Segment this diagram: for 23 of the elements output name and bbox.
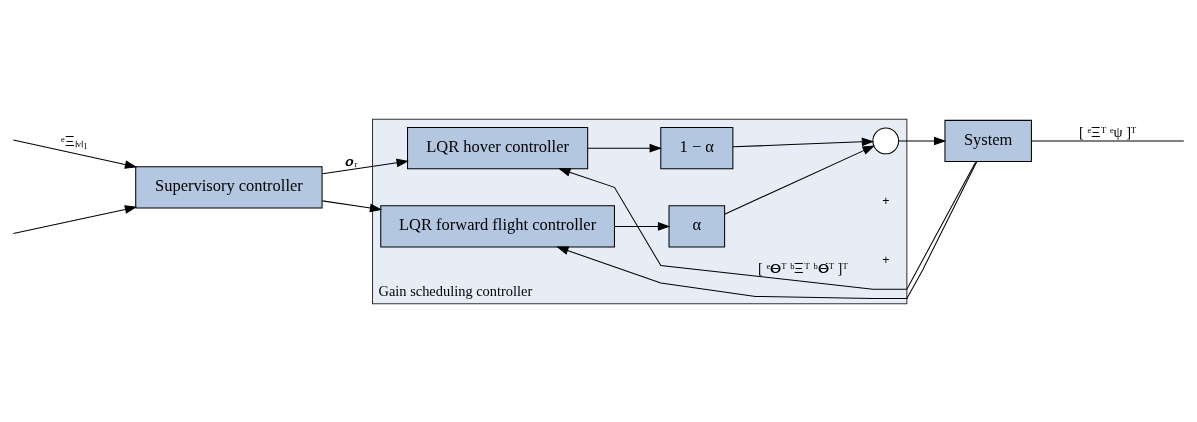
node-box: LQR hover controller	[407, 126, 589, 169]
node-box: α	[668, 204, 726, 248]
arrow	[12, 138, 138, 169]
arrow	[321, 199, 383, 212]
node-box: Supervisory controller	[135, 165, 323, 208]
arrow	[724, 144, 875, 215]
edge-label: [ ᵉ𝚯ᵀ ᵇ𝚵̇ᵀ ᵇ𝚯̇ᵀ ]ᵀ	[758, 259, 848, 276]
edge-label: 𝒐ᵣ	[345, 152, 358, 169]
node-box: LQR forward flight controller	[380, 204, 615, 248]
label: +	[882, 252, 890, 267]
arrow	[898, 136, 947, 145]
node-box: System	[944, 119, 1032, 162]
edge-label: [ ᵉ𝚵ᵀ ᵉψ ]ᵀ	[1078, 123, 1137, 140]
label: +	[882, 193, 890, 208]
node-box: 1 − α	[660, 126, 734, 169]
edge-label: ᵉ𝚵ₗᵥₗ₁	[60, 132, 88, 149]
arrow	[321, 158, 409, 174]
connector	[1030, 139, 1185, 141]
arrow	[587, 143, 662, 152]
arrow	[732, 137, 875, 147]
arrow	[613, 221, 671, 231]
arrow	[12, 204, 138, 234]
node-circle	[872, 127, 900, 154]
